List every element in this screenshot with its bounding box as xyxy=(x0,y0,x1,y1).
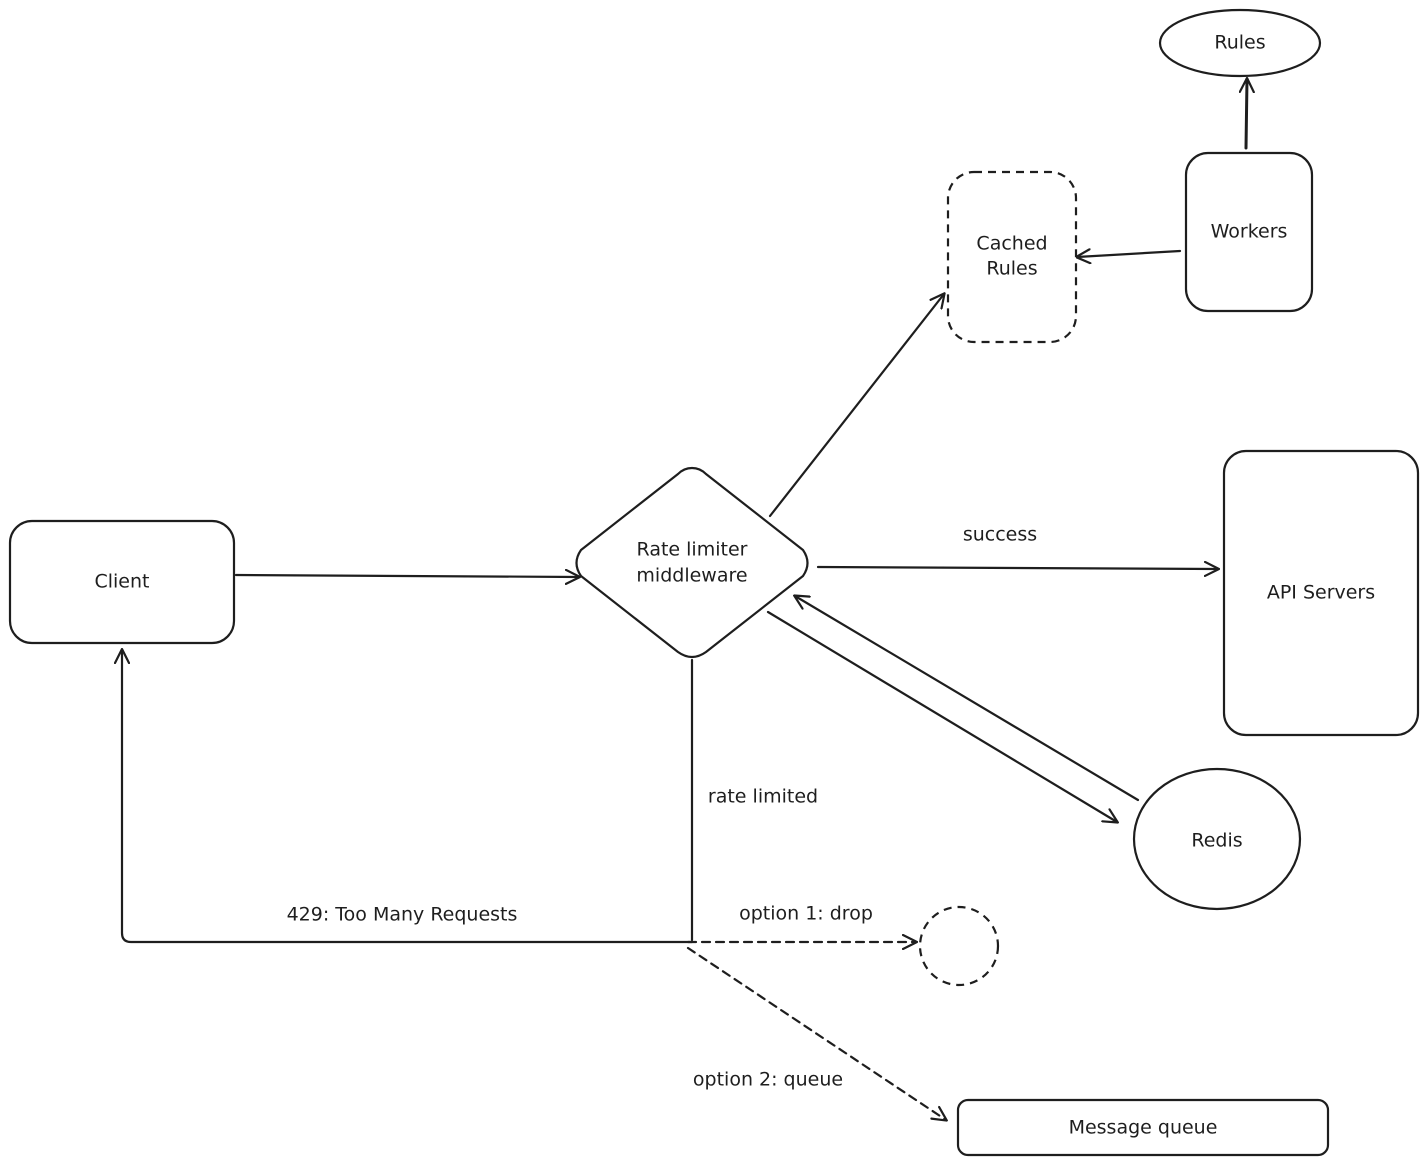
node-client: Client xyxy=(8,519,236,645)
edge-label-option-queue: option 2: queue xyxy=(693,1069,843,1091)
node-rate-limiter-label-line2: middleware xyxy=(636,565,747,587)
node-cached-rules-label-line1: Cached xyxy=(976,233,1047,255)
node-workers: Workers xyxy=(1184,151,1314,313)
edge-label-429-too-many-requests: 429: Too Many Requests xyxy=(287,904,518,926)
node-message-queue-label: Message queue xyxy=(1069,1117,1218,1139)
node-rules-label: Rules xyxy=(1214,32,1265,54)
node-rate-limiter-label-line1: Rate limiter xyxy=(637,539,748,561)
edge-option-queue xyxy=(686,946,946,1120)
edge-client-to-rate-limiter xyxy=(234,575,579,577)
node-cached-rules-label-line2: Rules xyxy=(986,258,1037,280)
edge-rate-limiter-to-redis xyxy=(766,610,1117,822)
edge-redis-to-rate-limiter xyxy=(795,596,1140,802)
node-redis-label: Redis xyxy=(1191,830,1242,852)
node-cached-rules: Cached Rules xyxy=(946,170,1078,344)
node-rate-limiter: Rate limiter middleware xyxy=(575,466,809,659)
edge-workers-to-cached-rules xyxy=(1077,251,1182,257)
edge-rate-limiter-to-cached-rules xyxy=(768,294,944,518)
edge-workers-to-rules xyxy=(1246,79,1247,150)
edge-label-rate-limited: rate limited xyxy=(708,786,818,808)
edge-429-to-client xyxy=(122,650,694,944)
node-workers-label: Workers xyxy=(1211,221,1288,243)
node-client-label: Client xyxy=(94,571,149,593)
node-message-queue: Message queue xyxy=(956,1098,1330,1157)
edge-label-success: success xyxy=(963,524,1037,546)
node-rules: Rules xyxy=(1158,8,1322,78)
node-drop-target xyxy=(918,905,1000,987)
node-redis: Redis xyxy=(1132,767,1302,911)
node-api-servers-label: API Servers xyxy=(1267,582,1375,604)
node-api-servers: API Servers xyxy=(1222,449,1420,737)
edge-label-option-drop: option 1: drop xyxy=(739,903,873,925)
edge-rate-limiter-to-api-servers xyxy=(816,567,1218,569)
